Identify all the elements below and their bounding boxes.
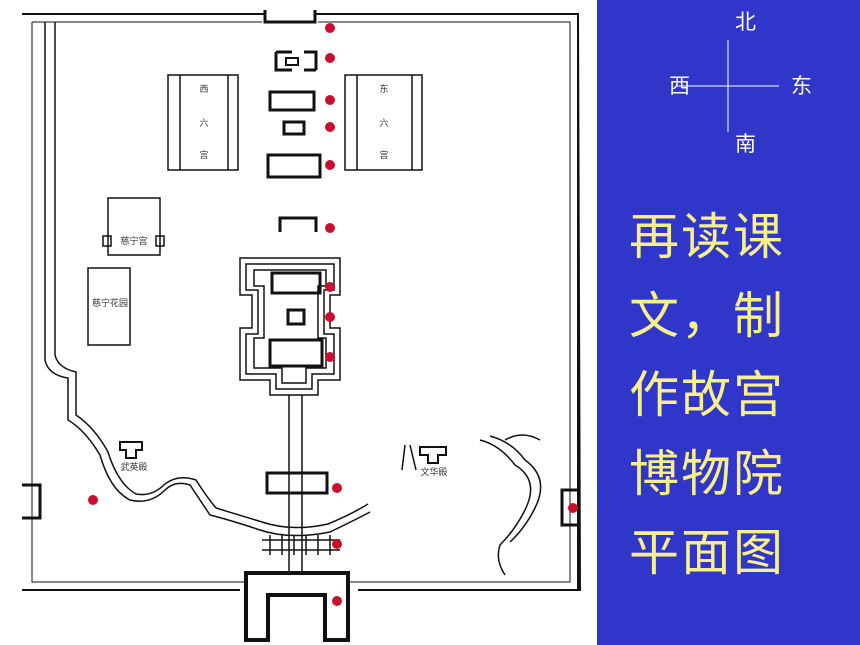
west-six-palaces bbox=[167, 74, 239, 171]
marker bbox=[568, 503, 578, 513]
marker bbox=[88, 495, 98, 505]
info-panel: 北 南 西 东 再读课 文，制 作故宫 博物院 平面图 bbox=[597, 0, 860, 645]
north-gate bbox=[263, 10, 317, 24]
central-path bbox=[288, 395, 303, 575]
taihe-hall bbox=[268, 338, 324, 368]
jiaotai-hall bbox=[282, 120, 306, 136]
marker bbox=[332, 483, 342, 493]
wuying-hall-label: 武英殿 bbox=[120, 461, 147, 473]
west-six-palaces-label-3: 宫 bbox=[199, 149, 208, 161]
marker bbox=[332, 539, 342, 549]
markers bbox=[88, 23, 578, 606]
cining-garden bbox=[87, 267, 131, 346]
marker bbox=[332, 596, 342, 606]
cining-palace-label: 慈宁宫 bbox=[120, 235, 147, 247]
title-line: 作故宫 bbox=[629, 366, 785, 424]
qinning-palace bbox=[268, 90, 316, 112]
golden-water-bridge bbox=[262, 535, 340, 555]
title-line: 博物院 bbox=[629, 445, 785, 503]
marker bbox=[325, 352, 335, 362]
meridian-gate bbox=[244, 571, 350, 642]
compass-cross bbox=[677, 40, 779, 132]
title-line: 平面图 bbox=[629, 524, 785, 582]
zhonghe-hall bbox=[286, 308, 306, 326]
wuying-hall-icon bbox=[119, 441, 143, 459]
west-six-palaces-label-2: 六 bbox=[199, 117, 208, 129]
shenwu-gate-bracket bbox=[274, 50, 318, 72]
west-river bbox=[44, 22, 371, 537]
east-river bbox=[479, 439, 532, 576]
east-six-palaces-label-1: 东 bbox=[379, 83, 388, 95]
marker bbox=[325, 53, 335, 63]
instruction-title: 再读课 文，制 作故宫 博物院 平面图 bbox=[629, 198, 849, 593]
marker bbox=[325, 122, 335, 132]
marker bbox=[325, 23, 335, 33]
marker bbox=[325, 223, 335, 233]
marker bbox=[325, 282, 335, 292]
wenhua-hall-label: 文华殿 bbox=[420, 466, 447, 478]
wenhua-hall-icon bbox=[419, 446, 447, 464]
west-gate bbox=[22, 483, 42, 520]
marker bbox=[325, 312, 335, 322]
east-six-palaces-label-3: 宫 bbox=[379, 149, 388, 161]
east-gate bbox=[560, 488, 580, 527]
marker bbox=[325, 160, 335, 170]
qianqing-gate bbox=[278, 216, 318, 232]
outer-court bbox=[239, 257, 341, 396]
outer-wall-inner-line bbox=[31, 21, 571, 583]
compass-north: 北 bbox=[735, 10, 756, 34]
title-line: 文，制 bbox=[629, 287, 785, 345]
title-line: 再读课 bbox=[629, 208, 785, 266]
compass-west: 西 bbox=[669, 74, 690, 98]
compass-south: 南 bbox=[735, 132, 756, 156]
marker bbox=[325, 95, 335, 105]
qianqing-palace bbox=[266, 153, 322, 179]
east-six-palaces-label-2: 六 bbox=[379, 117, 388, 129]
forbidden-city-map: 西 六 宫 东 六 宫 慈宁宫 慈宁花园 武英殿 文华殿 bbox=[22, 10, 582, 642]
outer-wall-top-right bbox=[315, 13, 579, 590]
compass-east: 东 bbox=[791, 74, 812, 98]
east-six-palaces bbox=[344, 74, 423, 171]
taihe-gate bbox=[265, 471, 329, 495]
west-six-palaces-label-1: 西 bbox=[199, 84, 208, 95]
cining-garden-label: 慈宁花园 bbox=[92, 297, 128, 309]
baohe-hall bbox=[270, 271, 322, 295]
